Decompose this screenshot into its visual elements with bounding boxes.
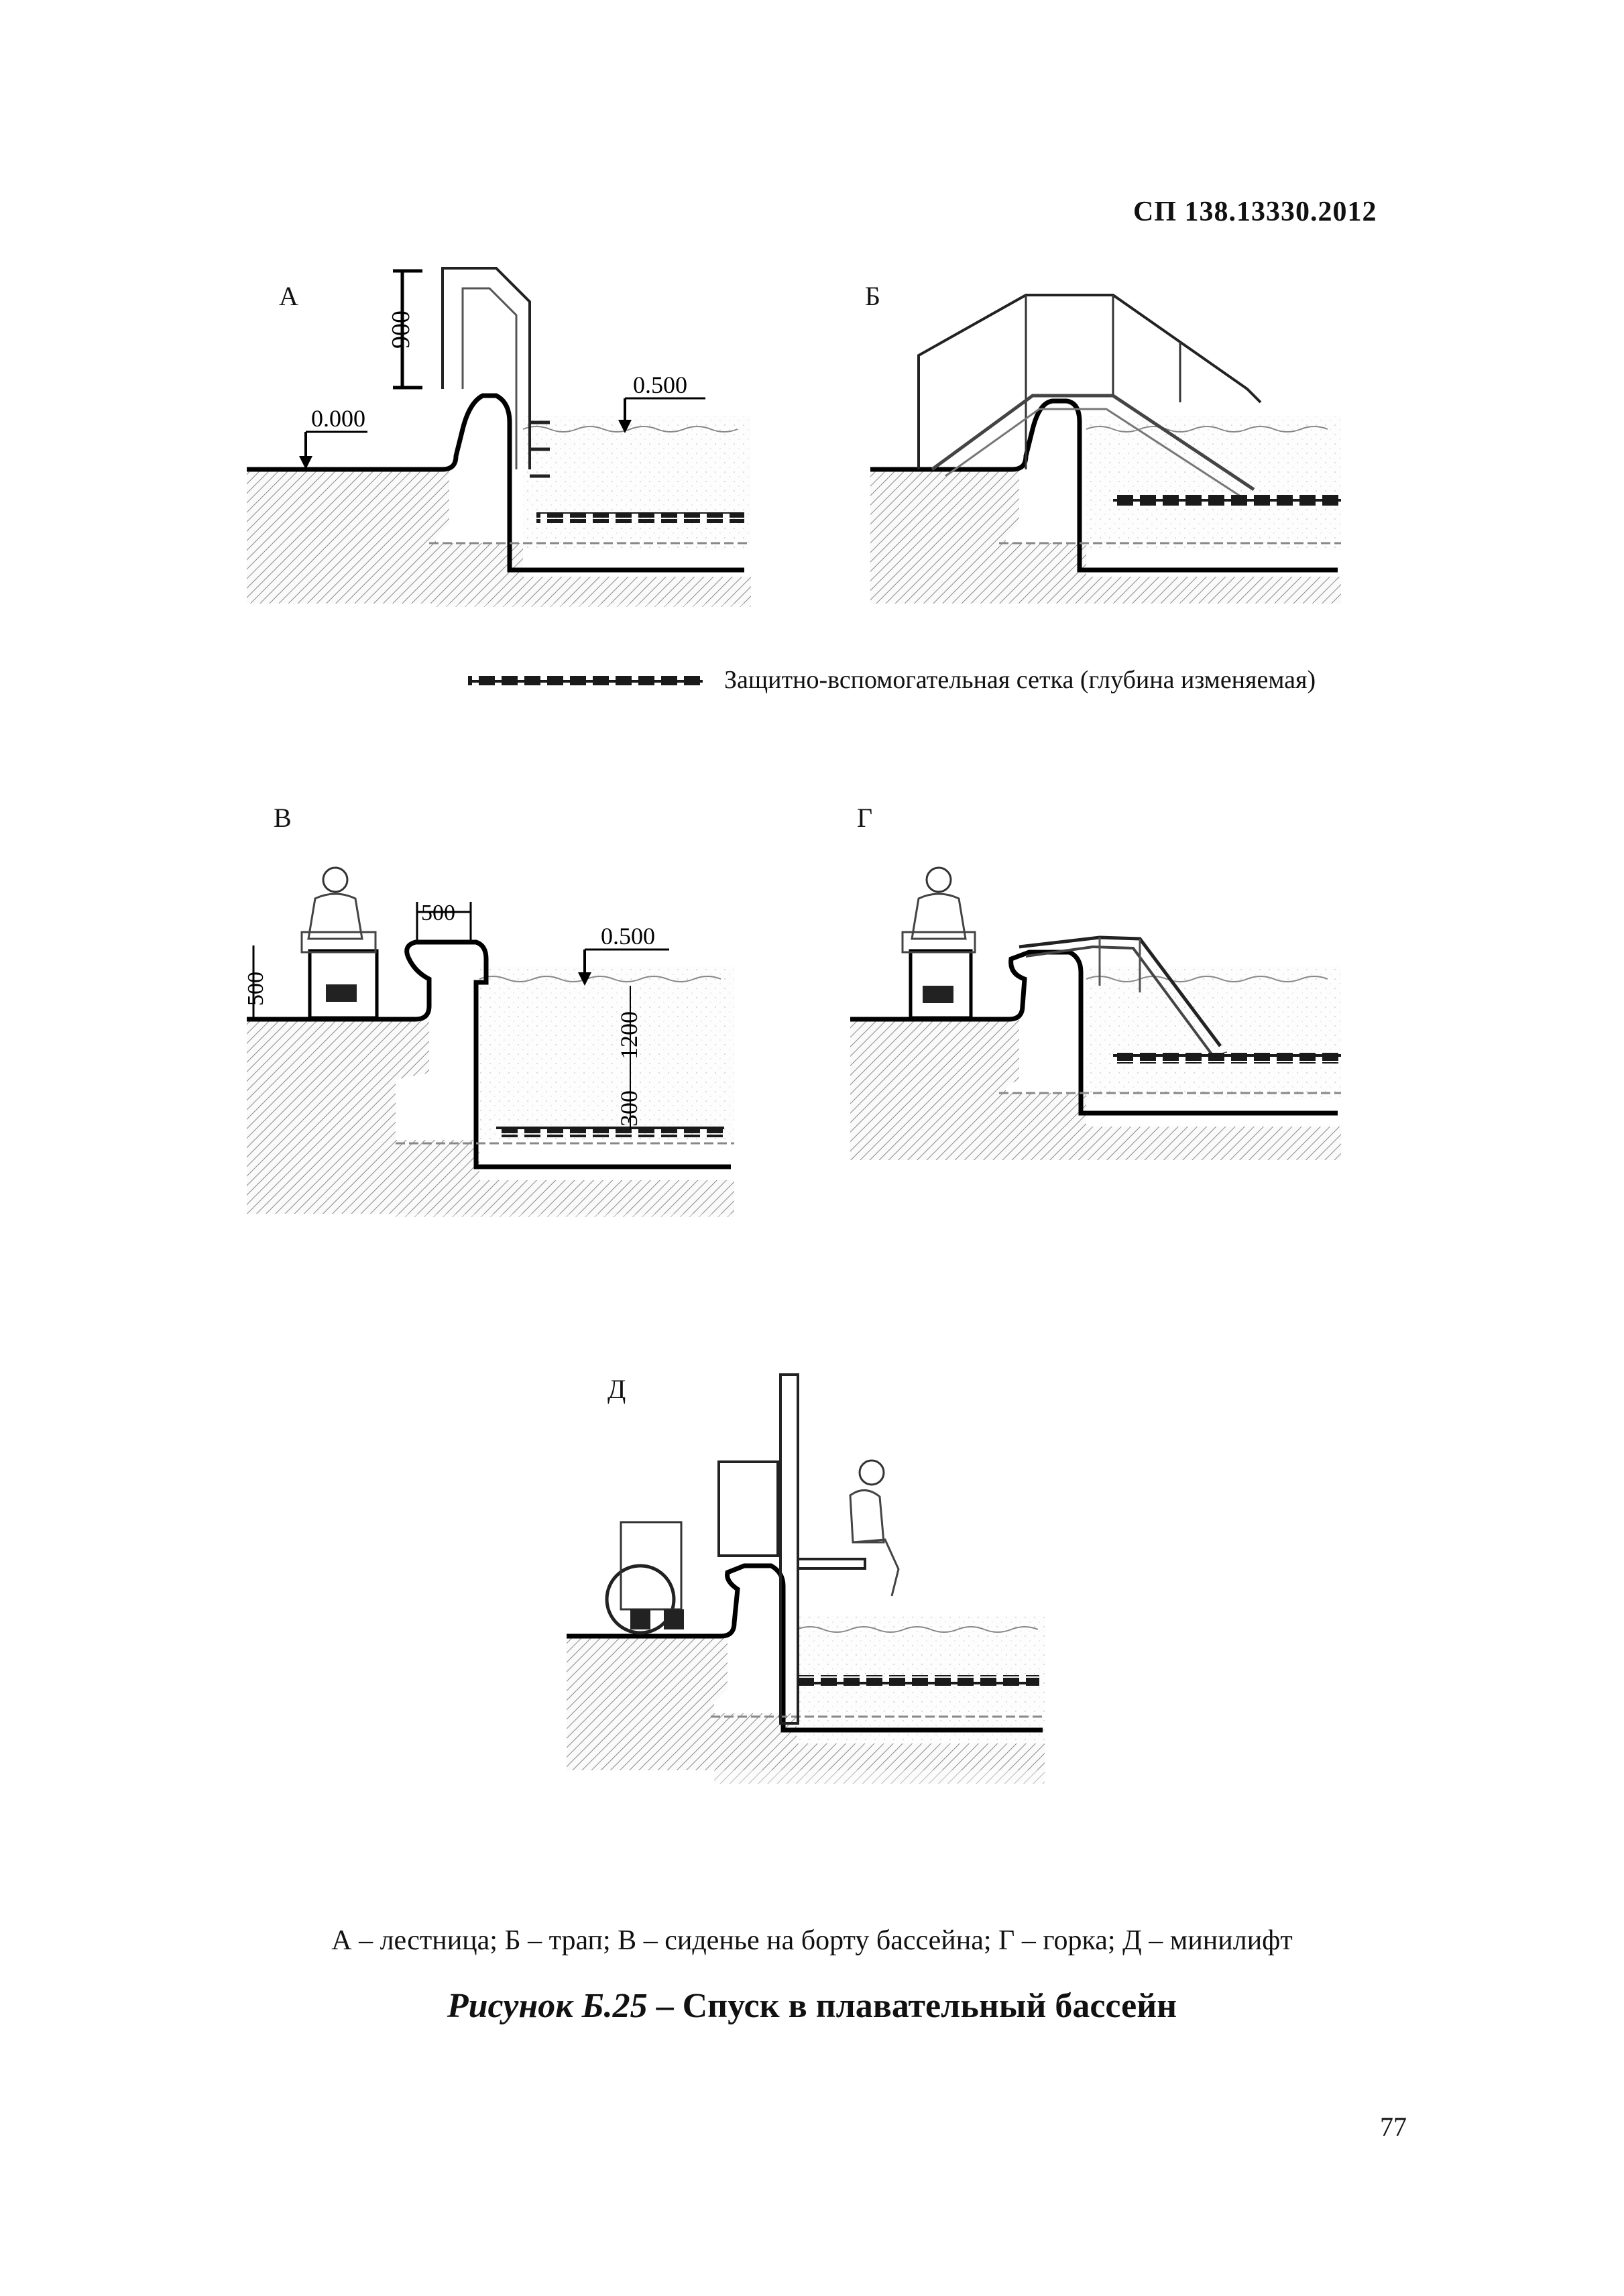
panel-v-label: В — [274, 803, 292, 833]
page-number: 77 — [1380, 2112, 1407, 2142]
dim-900: 900 — [387, 310, 415, 349]
net — [536, 512, 744, 523]
panel-g-label: Г — [857, 803, 873, 833]
level-0000: 0.000 — [311, 405, 365, 432]
panel-d-drawing — [567, 1373, 1045, 1784]
figure-title-text: Спуск в плавательный бассейн — [682, 1987, 1177, 2025]
dim-500-seat: 500 — [243, 972, 268, 1006]
level-0500-a: 0.500 — [633, 371, 687, 398]
panel-d-label: Д — [607, 1374, 626, 1404]
panel-a-drawing: 900 0.000 0.500 — [247, 267, 751, 607]
figure-caption: А – лестница; Б – трап; В – сиденье на б… — [331, 1925, 1293, 1956]
panel-b-drawing — [870, 294, 1341, 604]
panel-v-drawing: 500 500 0.500 1200 300 — [243, 866, 734, 1217]
figure-title: Рисунок Б.25 – Спуск в плавательный басс… — [0, 1986, 1624, 2026]
dim-500-width: 500 — [421, 901, 455, 925]
figure-title-dash: – — [647, 1987, 683, 2025]
dim-1200: 1200 — [616, 1011, 642, 1059]
panel-b-label: Б — [865, 281, 880, 311]
panel-a-label: А — [279, 281, 298, 311]
legend-net-sample — [468, 675, 703, 685]
water-surface — [523, 416, 751, 550]
figure-label: Рисунок Б.25 — [447, 1987, 648, 2025]
dim-300: 300 — [616, 1090, 642, 1127]
document-code: СП 138.13330.2012 — [1133, 196, 1377, 227]
level-0500-v: 0.500 — [601, 923, 655, 950]
panel-g-drawing — [850, 866, 1341, 1160]
legend-net-label: Защитно-вспомогательная сетка (глубина и… — [724, 666, 1316, 694]
